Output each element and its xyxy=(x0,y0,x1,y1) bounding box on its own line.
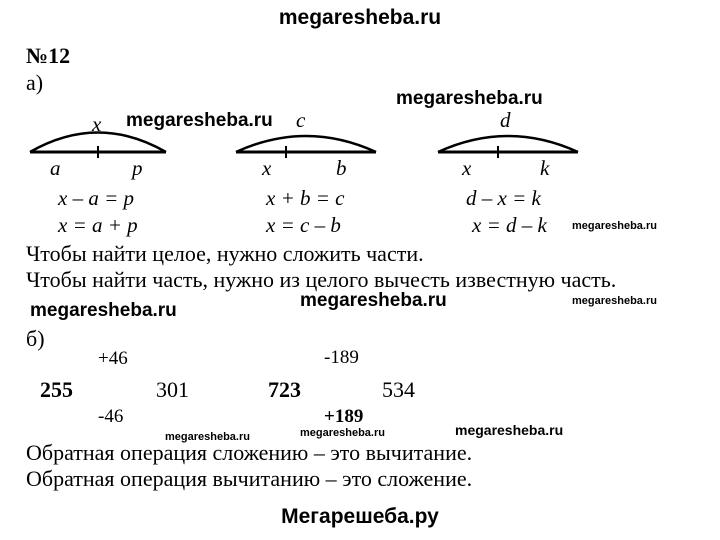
equation-1a: x – a = p xyxy=(58,186,134,210)
value-301: 301 xyxy=(156,377,189,402)
segment-1-whole-label: x xyxy=(92,112,102,136)
watermark: megaresheba.ru xyxy=(300,427,385,439)
value-255: 255 xyxy=(40,377,73,402)
operation-2-top: -189 xyxy=(324,347,359,368)
operation-1-bottom: -46 xyxy=(98,406,124,427)
equation-1b: x = a + p xyxy=(58,213,138,237)
equation-3b: x = d – k xyxy=(472,213,547,237)
segment-diagram-1 xyxy=(29,131,167,158)
value-723: 723 xyxy=(268,377,301,402)
segment-3-left-label: x xyxy=(462,156,472,180)
operation-1-top: +46 xyxy=(98,348,128,369)
watermark: megaresheba.ru xyxy=(30,300,177,321)
conclusion-subtraction: Обратная операция вычитанию – это сложен… xyxy=(26,466,473,491)
watermark: megaresheba.ru xyxy=(455,422,564,438)
segment-2-left-label: x xyxy=(262,156,272,180)
rule-find-part: Чтобы найти часть, нужно из целого вычес… xyxy=(26,267,617,292)
conclusion-addition: Обратная операция сложению – это вычитан… xyxy=(26,440,473,465)
watermark: megaresheba.ru xyxy=(165,431,250,443)
equation-2b: x = c – b xyxy=(266,213,341,237)
part-a-label: а) xyxy=(26,70,44,95)
segment-diagram-2 xyxy=(235,134,377,158)
segment-1-right-label: p xyxy=(132,156,143,180)
segment-3-right-label: k xyxy=(540,156,550,180)
segment-1-left-label: a xyxy=(50,156,61,180)
segment-3-whole-label: d xyxy=(500,108,511,132)
watermark: megaresheba.ru xyxy=(126,110,273,131)
equation-3a: d – x = k xyxy=(466,186,541,210)
value-534: 534 xyxy=(382,377,415,402)
watermark-top: megaresheba.ru xyxy=(278,6,442,29)
equation-2a: x + b = c xyxy=(266,186,345,210)
rule-find-whole: Чтобы найти целое, нужно сложить части. xyxy=(26,241,424,266)
watermark: megaresheba.ru xyxy=(572,220,657,232)
watermark: megaresheba.ru xyxy=(300,290,447,311)
segment-2-right-label: b xyxy=(336,156,347,180)
part-b-label: б) xyxy=(26,326,45,351)
operation-2-bottom: +189 xyxy=(324,406,364,427)
watermark: megaresheba.ru xyxy=(396,88,543,109)
watermark-bottom: Мегарешеба.ру xyxy=(281,505,439,528)
segment-2-whole-label: c xyxy=(296,108,306,132)
watermark: megaresheba.ru xyxy=(572,295,657,307)
task-number: №12 xyxy=(26,43,71,68)
segment-diagram-3 xyxy=(437,134,579,158)
